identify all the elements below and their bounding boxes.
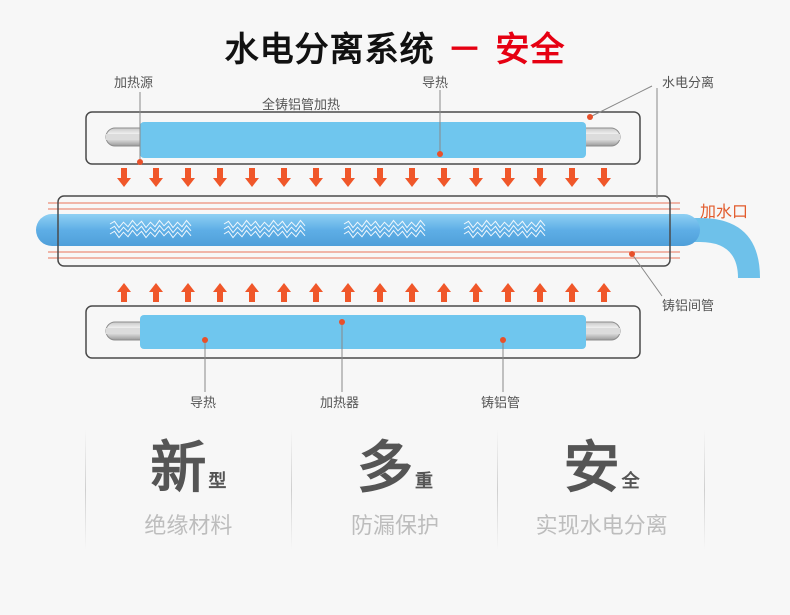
- heat-arrow-down: [405, 168, 419, 187]
- label-heater: 加热器: [320, 396, 360, 411]
- heat-arrows-down: [117, 168, 611, 187]
- water-wave-line: [343, 229, 426, 239]
- label-water-inlet: 加水口: [700, 202, 749, 221]
- feature-big-char: 新: [150, 435, 207, 501]
- heat-arrow-down: [501, 168, 515, 187]
- water-wave-lines: [109, 219, 546, 239]
- heat-arrow-down: [341, 168, 355, 187]
- leader-lines: [139, 85, 663, 392]
- water-wave-line: [463, 219, 546, 229]
- label-heat-source: 加热源: [114, 76, 154, 91]
- heat-arrow-down: [277, 168, 291, 187]
- feature-big-char: 安: [563, 435, 620, 501]
- page-title: 水电分离系统 － 安全: [0, 22, 790, 71]
- heat-arrow-up: [533, 283, 547, 302]
- feature-big-char: 多: [357, 435, 413, 501]
- top-heater: [85, 111, 641, 165]
- bottom-heater-element: [140, 315, 586, 349]
- feature-small-char: 型: [208, 471, 227, 492]
- heat-arrow-down: [373, 168, 387, 187]
- heat-arrows-up: [117, 283, 611, 302]
- feature-leak-protection: 多重 防漏保护: [292, 430, 499, 550]
- separation-diagram: [36, 85, 760, 392]
- heat-arrow-up: [149, 283, 163, 302]
- water-inlet-pipe: [690, 218, 760, 278]
- heat-arrow-down: [181, 168, 195, 187]
- water-wave-line: [343, 219, 426, 229]
- water-wave-line: [223, 219, 306, 229]
- feature-safety-separation: 安全 实现水电分离: [498, 430, 706, 550]
- heat-arrow-up: [309, 283, 323, 302]
- water-wave-line: [223, 229, 306, 239]
- heat-arrow-down: [597, 168, 611, 187]
- heat-arrow-up: [277, 283, 291, 302]
- feature-subtitle: 绝缘材料: [144, 514, 233, 539]
- water-wave-line: [463, 229, 546, 239]
- heat-arrow-down: [149, 168, 163, 187]
- heat-arrow-up: [405, 283, 419, 302]
- heat-arrow-up: [117, 283, 131, 302]
- label-water-electric-separation: 水电分离: [662, 76, 715, 91]
- label-conduction-top: 导热: [422, 76, 449, 91]
- heat-arrow-down: [117, 168, 131, 187]
- water-wave-line: [463, 224, 546, 234]
- heat-arrow-up: [597, 283, 611, 302]
- bottom-heater: [85, 305, 641, 359]
- heat-arrow-up: [245, 283, 259, 302]
- label-conduction-bottom: 导热: [190, 396, 217, 411]
- title-accent: 安全: [495, 30, 566, 70]
- label-cast-aluminum-pipe: 铸铝管: [481, 396, 521, 411]
- feature-subtitle: 实现水电分离: [535, 514, 668, 539]
- feature-subtitle: 防漏保护: [351, 514, 440, 539]
- heat-arrow-up: [469, 283, 483, 302]
- heat-arrow-up: [501, 283, 515, 302]
- feature-small-char: 重: [415, 471, 433, 492]
- water-wave-line: [109, 219, 192, 229]
- heat-arrow-up: [437, 283, 451, 302]
- heat-arrow-down: [533, 168, 547, 187]
- heat-arrow-up: [341, 283, 355, 302]
- heat-arrow-down: [309, 168, 323, 187]
- heat-arrow-down: [213, 168, 227, 187]
- water-pipe: [36, 214, 700, 246]
- heat-arrow-up: [213, 283, 227, 302]
- heat-arrow-down: [245, 168, 259, 187]
- heat-arrow-up: [373, 283, 387, 302]
- water-pipe-assembly: [36, 195, 760, 278]
- water-wave-line: [109, 224, 192, 234]
- heat-arrow-up: [181, 283, 195, 302]
- title-main: 水电分离系统: [224, 30, 435, 70]
- water-wave-line: [109, 229, 192, 239]
- feature-new-insulation: 新型 绝缘材料: [85, 430, 292, 550]
- heat-arrow-down: [437, 168, 451, 187]
- leader-dots: [137, 114, 635, 343]
- title-dash: －: [447, 30, 483, 70]
- water-pipe-frame: [57, 195, 671, 267]
- top-heater-element: [140, 122, 586, 158]
- water-wave-line: [223, 224, 306, 234]
- feature-row: 新型 绝缘材料 多重 防漏保护 安全 实现水电分离: [85, 430, 706, 550]
- water-wave-line: [343, 224, 426, 234]
- label-cast-aluminum-gap-pipe: 铸铝间管: [662, 299, 715, 314]
- heat-arrow-down: [565, 168, 579, 187]
- heat-arrow-down: [469, 168, 483, 187]
- feature-small-char: 全: [621, 471, 640, 492]
- heat-arrow-up: [565, 283, 579, 302]
- label-cast-aluminum-heating: 全铸铝管加热: [262, 98, 341, 113]
